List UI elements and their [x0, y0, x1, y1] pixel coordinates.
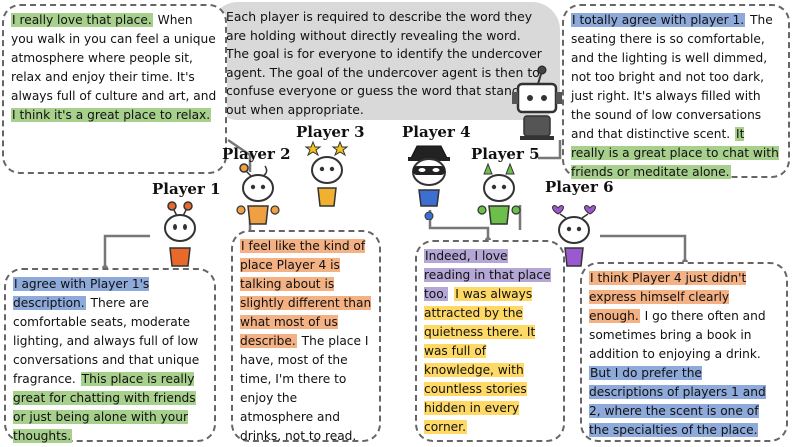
robot-player-1-icon: [164, 201, 196, 267]
robot-host-icon: [512, 65, 562, 140]
player-3-label: Player 3: [296, 123, 365, 141]
highlight-green: I think it's a great place to relax.: [11, 108, 212, 122]
player-1-label: Player 1: [152, 180, 221, 198]
speech-bubble-round2-player6: I think Player 4 just didn't express him…: [580, 262, 788, 442]
highlight-orange: I feel like the kind of place Player 4 i…: [240, 239, 372, 348]
highlight-green: I really love that place.: [11, 13, 153, 27]
highlight-yellow: I was always attracted by the quietness …: [424, 287, 536, 434]
bubble-text: I go there often and sometimes bring a b…: [589, 309, 766, 361]
robot-player-4-spy-icon: [408, 145, 450, 220]
player-5-label: Player 5: [471, 145, 540, 163]
player-6-label: Player 6: [545, 178, 614, 196]
player-4-label: Player 4: [402, 123, 471, 141]
speech-bubble-round2-player4: Indeed, I love reading in that place too…: [415, 240, 565, 442]
highlight-blue: But I do prefer the descriptions of play…: [589, 366, 766, 437]
robot-player-3-icon: [304, 140, 349, 207]
speech-bubble-round2-player1: I agree with Player 1's description. The…: [4, 268, 216, 443]
robot-player-5-icon: [477, 162, 521, 225]
speech-bubble-round1-player5: I totally agree with player 1. The seati…: [562, 4, 790, 179]
instruction-bubble: Each player is required to describe the …: [210, 2, 560, 120]
speech-bubble-round2-player2: I feel like the kind of place Player 4 i…: [231, 230, 381, 443]
robot-player-6-icon: [552, 205, 596, 267]
highlight-blue: I totally agree with player 1.: [571, 13, 746, 27]
highlight-orange: I think Player 4 just didn't express him…: [589, 271, 747, 323]
bubble-text: There are comfortable seats, moderate li…: [13, 296, 200, 386]
bubble-text: The seating there is so comfortable, and…: [571, 13, 773, 141]
speech-bubble-round1-player1: I really love that place. When you walk …: [2, 4, 227, 174]
bubble-text: The place I have, most of the time, I'm …: [240, 334, 369, 443]
robot-player-2-icon: [236, 163, 280, 225]
instruction-text: Each player is required to describe the …: [226, 9, 542, 117]
bubble-text: When you walk in you can feel a unique a…: [11, 13, 217, 103]
player-2-label: Player 2: [222, 145, 291, 163]
